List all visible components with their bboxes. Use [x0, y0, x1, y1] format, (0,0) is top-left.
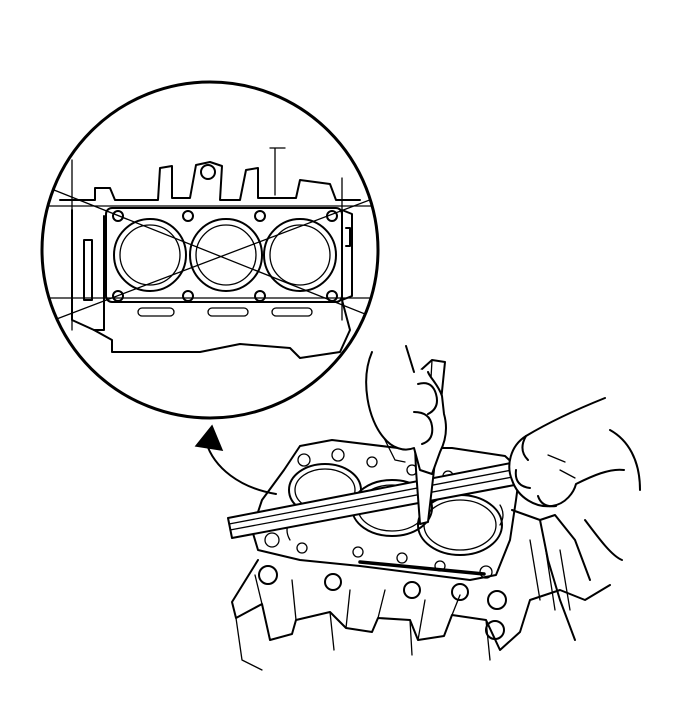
- detail-top-stud: [269, 147, 286, 196]
- check-line-diagonal-1: [53, 189, 378, 321]
- detail-bolt-hole: [254, 210, 266, 222]
- arrow-head: [194, 424, 224, 451]
- magnified-detail: [40, 80, 380, 420]
- block-right-details: [529, 539, 571, 611]
- straightedge-bevel-lines: [228, 468, 519, 531]
- engine-block-illustration: [231, 509, 611, 671]
- detail-bolt-hole: [254, 290, 266, 302]
- magnified-gasket-detail: [42, 147, 378, 359]
- gasket-hole: [396, 552, 408, 564]
- right-hand-knuckles: [547, 454, 576, 479]
- detail-bore-3: [263, 218, 337, 292]
- detail-bore-1-ring: [119, 224, 181, 286]
- detail-bolt-hole: [112, 290, 124, 302]
- block-boss-4: [451, 583, 469, 601]
- detail-bolt-hole: [112, 210, 124, 222]
- block-boss-3: [403, 581, 421, 599]
- detail-bolt-hole: [182, 210, 194, 222]
- detail-slot: [207, 307, 249, 317]
- block-boss-6: [485, 620, 505, 640]
- detail-bottom-housing: [93, 299, 351, 359]
- block-boss-2: [324, 573, 342, 591]
- block-ribs: [254, 574, 461, 641]
- magnifier-circle: [40, 80, 380, 420]
- gasket-outline: [251, 439, 521, 581]
- straightedge-body: [227, 461, 521, 539]
- detail-slot: [271, 307, 313, 317]
- gasket-underside-shadow: [358, 560, 486, 576]
- block-skirt: [231, 559, 611, 651]
- curved-arrow-icon: [194, 424, 277, 495]
- left-hand-thumb: [383, 437, 406, 463]
- right-hand-outline: [508, 397, 625, 508]
- arrow-shaft: [205, 441, 277, 495]
- detail-bore-2-ring: [195, 224, 257, 286]
- right-hand: [508, 397, 641, 561]
- gasket-bore-3-ring: [423, 499, 497, 551]
- detail-top-boss: [200, 164, 216, 180]
- check-line-diagonal-2: [53, 195, 378, 321]
- detail-bore-1: [113, 218, 187, 292]
- block-lower-edges: [235, 611, 491, 671]
- detail-slot: [137, 307, 175, 317]
- gasket-hole: [352, 546, 364, 558]
- detail-bolt-hole: [182, 290, 194, 302]
- block-right-face: [511, 509, 591, 641]
- left-hand-fingers: [405, 345, 438, 445]
- right-hand-fingers: [514, 435, 557, 508]
- detail-bore-2: [189, 218, 263, 292]
- detail-bore-3-ring: [269, 224, 331, 286]
- gasket-hole: [296, 542, 308, 554]
- right-hand-arm: [584, 429, 641, 561]
- gasket-hole: [331, 448, 345, 462]
- gasket-hole: [366, 456, 378, 468]
- gasket-hole: [264, 532, 280, 548]
- block-boss-5: [487, 590, 507, 610]
- detail-top-deck: [59, 161, 361, 201]
- gasket-hole: [297, 453, 311, 467]
- left-hand: [365, 345, 448, 475]
- block-boss-1: [258, 565, 278, 585]
- straightedge: [227, 461, 521, 539]
